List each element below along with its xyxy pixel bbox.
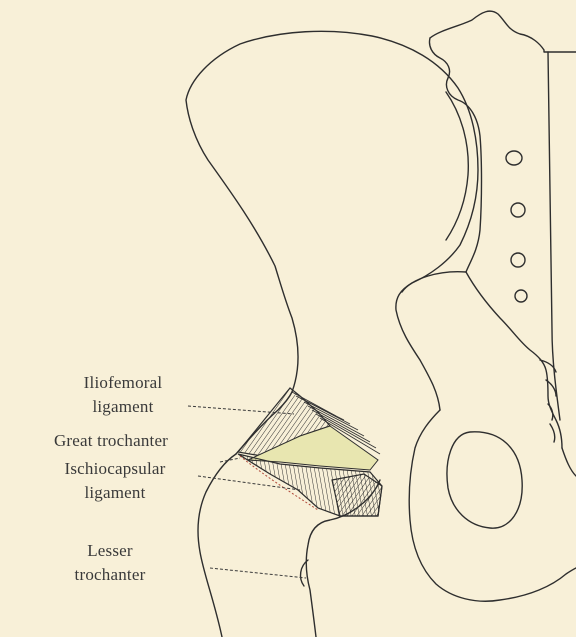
iliofemoral-label-line1: Iliofemoral [58, 372, 188, 394]
sacrum-lower [466, 272, 562, 448]
iliac-crest-inner [446, 92, 468, 240]
sacrum-left-edge [429, 38, 481, 272]
lesser-trochanter-label-line2: trochanter [50, 564, 170, 586]
iliofemoral-label-line2: ligament [58, 396, 188, 418]
sacral-foramen-4 [515, 290, 527, 302]
ischiocapsular-inner-edge [332, 474, 382, 516]
ischiocapsular-label-line2: ligament [30, 482, 200, 504]
sacral-foramen-1 [506, 151, 522, 165]
sacrum-wing [402, 272, 466, 292]
ischiocapsular-label-line1: Ischiocapsular [30, 458, 200, 480]
great-trochanter-label: Great trochanter [6, 430, 216, 452]
lesser-trochanter-label-line1: Lesser [50, 540, 170, 562]
obturator-foramen [447, 432, 522, 528]
pubis-upper [562, 448, 576, 476]
ilium-outline [186, 31, 478, 410]
lesser-trochanter-leader [210, 568, 306, 578]
sacral-foramen-2 [511, 203, 525, 217]
sacrum-outline [430, 11, 576, 52]
femur-shaft-left [198, 454, 236, 637]
sacral-foramen-3 [511, 253, 525, 267]
ischium-outline [409, 410, 576, 601]
ligaments [238, 388, 382, 516]
